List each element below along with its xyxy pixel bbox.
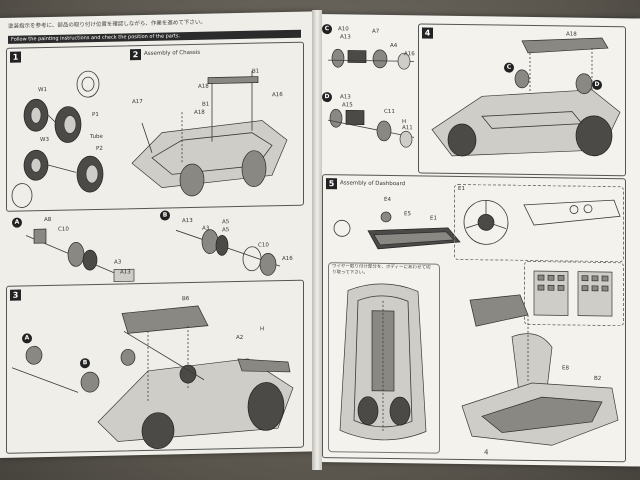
step-2-title: Assembly of Chassis xyxy=(144,49,201,57)
label-e1-a: E1 xyxy=(430,215,437,222)
label-w3: W3 xyxy=(40,136,49,144)
label-a2: A2 xyxy=(236,334,244,342)
sub-b-badge: B xyxy=(160,210,170,221)
sub-d-drawing xyxy=(327,108,415,148)
label-e4: E4 xyxy=(384,196,391,204)
label-a10-c: A10 xyxy=(338,26,349,33)
label-w1: W1 xyxy=(38,87,47,94)
cockpit-drawing xyxy=(339,283,427,441)
label-h: H xyxy=(260,326,265,333)
step-5-number: 5 xyxy=(326,178,337,190)
right-page-number: 4 xyxy=(484,448,489,457)
book-spine xyxy=(312,10,322,470)
right-page: C A10 A13 A7 A16 A4 D A13 A15 C11 H A11 … xyxy=(318,14,640,467)
label-tube: Tube xyxy=(90,133,103,141)
rear-axle-drawing xyxy=(25,228,135,282)
label-a5-b: A5 xyxy=(222,219,230,226)
label-b6: B6 xyxy=(182,296,190,303)
label-b1-mid: B1 xyxy=(202,101,210,108)
label-a7: A7 xyxy=(372,28,380,35)
label-a17: A17 xyxy=(132,99,143,106)
gauge-panel-drawing xyxy=(533,270,613,317)
wheel-assembly-drawing xyxy=(11,70,104,208)
label-a16: A16 xyxy=(272,92,283,99)
label-a11: A11 xyxy=(402,125,413,132)
label-a18: A18 xyxy=(198,83,209,90)
callout-note: ワイヤー取り付け部分を、ボディーにあわせて切り取って下さい。 xyxy=(332,264,431,276)
label-e5: E5 xyxy=(404,211,411,218)
label-e1-b: E1 xyxy=(458,185,465,193)
step-4-chassis-drawing xyxy=(431,37,621,157)
label-a16-c: A16 xyxy=(404,51,415,58)
seat-and-body-drawing xyxy=(461,294,619,446)
sub-c-drawing xyxy=(328,48,414,70)
label-a13: A13 xyxy=(120,269,131,276)
label-a8: A8 xyxy=(44,216,52,224)
label-a13-b: A13 xyxy=(182,217,193,225)
label-b1-top: B1 xyxy=(252,68,260,75)
label-p2: P2 xyxy=(96,145,103,152)
label-e8: E8 xyxy=(562,365,569,372)
label-a13-d: A13 xyxy=(340,94,351,101)
label-c10-b: C10 xyxy=(258,242,269,249)
left-page-number: 3 xyxy=(150,440,155,449)
label-a15: A15 xyxy=(342,102,353,109)
left-page: 塗装指示を参考に、部品の取り付け位置を確認しながら、作業を進めて下さい。 Fol… xyxy=(0,11,316,459)
steering-wheel-drawing xyxy=(463,199,621,245)
label-c11: C11 xyxy=(384,108,395,116)
chassis-drawing xyxy=(131,70,288,197)
label-a5-b2: A5 xyxy=(222,227,230,234)
step-3-chassis-drawing xyxy=(11,305,294,450)
step-5-title: Assembly of Dashboard xyxy=(340,180,406,188)
front-axle-drawing xyxy=(175,229,281,276)
label-a3: A3 xyxy=(114,259,122,266)
label-p1: P1 xyxy=(92,111,99,119)
label-b2: B2 xyxy=(594,375,602,382)
dashboard-drawing xyxy=(333,211,461,250)
label-a18-mid: A18 xyxy=(194,109,205,116)
label-c10-a: C10 xyxy=(58,226,69,233)
label-a13-c: A13 xyxy=(340,34,351,41)
label-a3-b: A3 xyxy=(202,225,210,232)
left-top-note: 塗装指示を参考に、部品の取り付け位置を確認しながら、作業を進めて下さい。 xyxy=(8,19,206,30)
label-a4: A4 xyxy=(390,43,398,50)
label-a16-b: A16 xyxy=(282,255,293,263)
